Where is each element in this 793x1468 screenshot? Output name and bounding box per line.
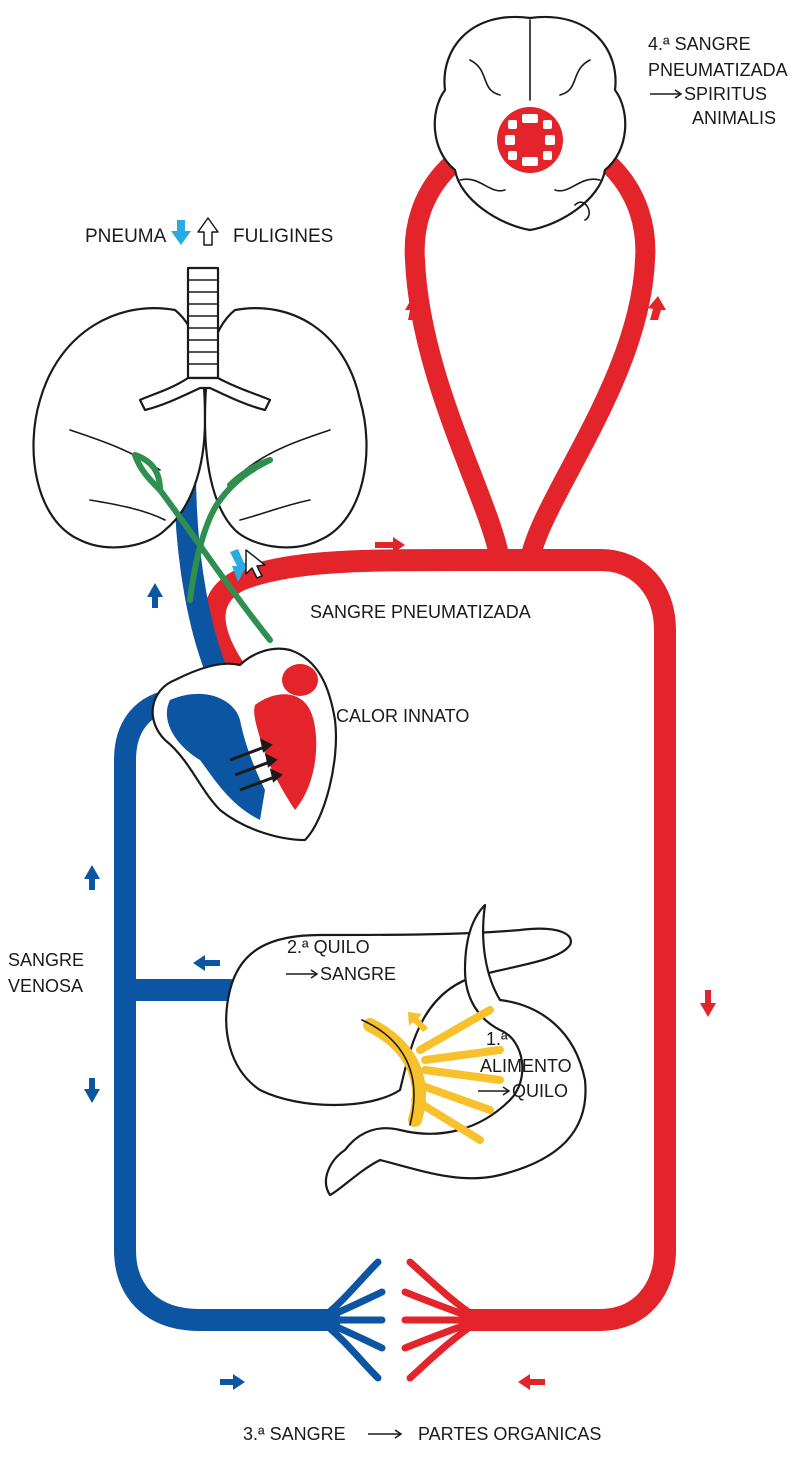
label-sangre: SANGRE	[8, 950, 84, 970]
heart	[153, 649, 336, 840]
label-sangre-pneumatizada: SANGRE PNEUMATIZADA	[310, 602, 531, 622]
label-fuligines: FULIGINES	[233, 226, 333, 247]
blue-arrow-down-vein	[84, 1078, 100, 1103]
label-bottom-right: PARTES ORGANICAS	[418, 1424, 601, 1444]
down-arrow-icon	[171, 220, 191, 245]
label-pneuma-fuligines: PNEUMA FULIGINES	[85, 218, 333, 247]
label-brain-line1: 4.ª SANGRE	[648, 34, 751, 54]
label-stomach-line3: QUILO	[512, 1081, 568, 1101]
label-bottom-left: 3.ª SANGRE	[243, 1424, 346, 1444]
blue-arrow-up-lung	[147, 583, 163, 608]
up-outline-arrow-icon	[198, 218, 218, 245]
label-partes-organicas: 3.ª SANGRE PARTES ORGANICAS	[243, 1424, 601, 1444]
blue-arrow-left-liver	[193, 955, 220, 971]
label-liver-line1: 2.ª QUILO	[287, 937, 370, 957]
label-stomach-line2: ALIMENTO	[480, 1056, 572, 1076]
arterial-capillary-fan	[405, 1262, 480, 1378]
venous-capillary-fan	[320, 1262, 382, 1378]
red-arrow-left-bottom	[518, 1374, 545, 1390]
label-stomach-line1: 1.ª	[486, 1029, 508, 1049]
blue-arrow-up-vein	[84, 865, 100, 890]
label-spiritus-animalis: 4.ª SANGRE PNEUMATIZADA SPIRITUS ANIMALI…	[648, 34, 788, 128]
label-brain-line4: ANIMALIS	[692, 108, 776, 128]
label-pneuma: PNEUMA	[85, 226, 167, 247]
label-venosa: VENOSA	[8, 976, 83, 996]
label-sangre-venosa: SANGRE VENOSA	[8, 950, 84, 996]
red-arrow-down	[700, 990, 716, 1017]
label-brain-line3: SPIRITUS	[684, 84, 767, 104]
blue-arrow-right-bottom	[220, 1374, 245, 1390]
label-calor-innato: CALOR INNATO	[336, 706, 469, 726]
brain	[435, 17, 625, 230]
red-arrow-up-right	[648, 296, 666, 320]
label-liver-line2: SANGRE	[320, 964, 396, 984]
label-brain-line2: PNEUMATIZADA	[648, 60, 788, 80]
